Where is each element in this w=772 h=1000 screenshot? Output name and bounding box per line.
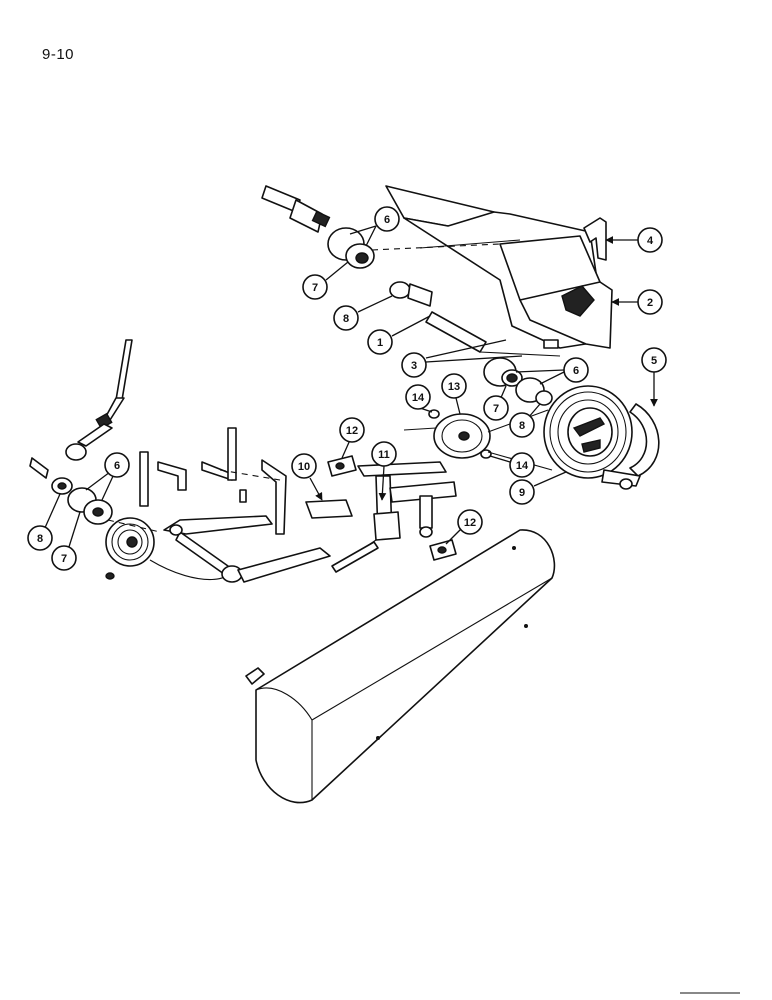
callout-4: 4 (605, 227, 663, 253)
page-number: 9-10 (42, 46, 75, 63)
callout-label: 6 (384, 214, 390, 226)
callout-1: 1 (367, 315, 431, 355)
callout-3: 3 (401, 339, 523, 378)
callout-6-top: 6 (349, 206, 400, 247)
callout-label: 8 (519, 420, 525, 432)
lower-belt-shield (245, 529, 556, 804)
callout-label: 10 (298, 461, 310, 473)
callout-label: 9 (519, 487, 525, 499)
callout-8-top: 8 (333, 295, 393, 331)
callout-12-upper: 12 (339, 417, 365, 459)
callout-label: 6 (114, 460, 120, 472)
callout-2: 2 (611, 289, 663, 315)
upper-bearing-flange (327, 227, 375, 269)
callout-label: 4 (647, 235, 654, 247)
left-upright-shaft (65, 339, 133, 461)
bolt (331, 541, 379, 573)
callout-14-lower: 14 (489, 452, 535, 478)
lower-left-bearing-flange (29, 457, 113, 525)
upper-shield (385, 185, 613, 349)
callout-5: 5 (641, 347, 667, 407)
callout-8-right: 8 (509, 403, 541, 438)
callout-9: 9 (509, 471, 567, 505)
callout-6-right: 6 (515, 357, 589, 385)
lower-drive-pulley (105, 517, 230, 581)
callout-7-left: 7 (51, 511, 81, 571)
callout-label: 14 (412, 392, 425, 404)
bearing-block-upper (327, 455, 357, 477)
callout-8-left: 8 (27, 493, 61, 551)
bearing-block-lower (429, 539, 457, 561)
callout-label: 8 (37, 533, 43, 545)
callout-label: 13 (448, 381, 460, 393)
tensioner-brackets (139, 427, 331, 583)
callout-12-lower: 12 (445, 509, 483, 545)
callout-label: 14 (516, 460, 529, 472)
callout-label: 12 (346, 425, 358, 437)
callout-10: 10 (291, 453, 323, 501)
callout-label: 3 (411, 360, 417, 372)
callout-label: 8 (343, 313, 349, 325)
callout-label: 11 (378, 449, 390, 461)
pivot-plate-and-bracket (305, 461, 457, 567)
callout-6-left: 6 (85, 452, 130, 501)
callout-14-upper: 14 (405, 384, 433, 413)
callout-7-top: 7 (302, 261, 349, 300)
callout-7-right: 7 (483, 385, 509, 421)
callout-13: 13 (441, 373, 467, 415)
callout-label: 1 (377, 337, 383, 349)
callout-label: 7 (312, 282, 318, 294)
alignment-lines (107, 243, 501, 533)
callout-label: 7 (61, 553, 67, 565)
callout-label: 2 (647, 297, 653, 309)
callout-label: 12 (464, 517, 476, 529)
pto-drive-shaft (261, 185, 331, 233)
callout-label: 5 (651, 355, 657, 367)
large-pulley (543, 385, 660, 490)
right-bearing-flange (483, 357, 553, 406)
callout-label: 6 (573, 365, 579, 377)
callout-11: 11 (371, 441, 397, 501)
callout-label: 7 (493, 403, 499, 415)
shaft-1 (389, 281, 561, 357)
